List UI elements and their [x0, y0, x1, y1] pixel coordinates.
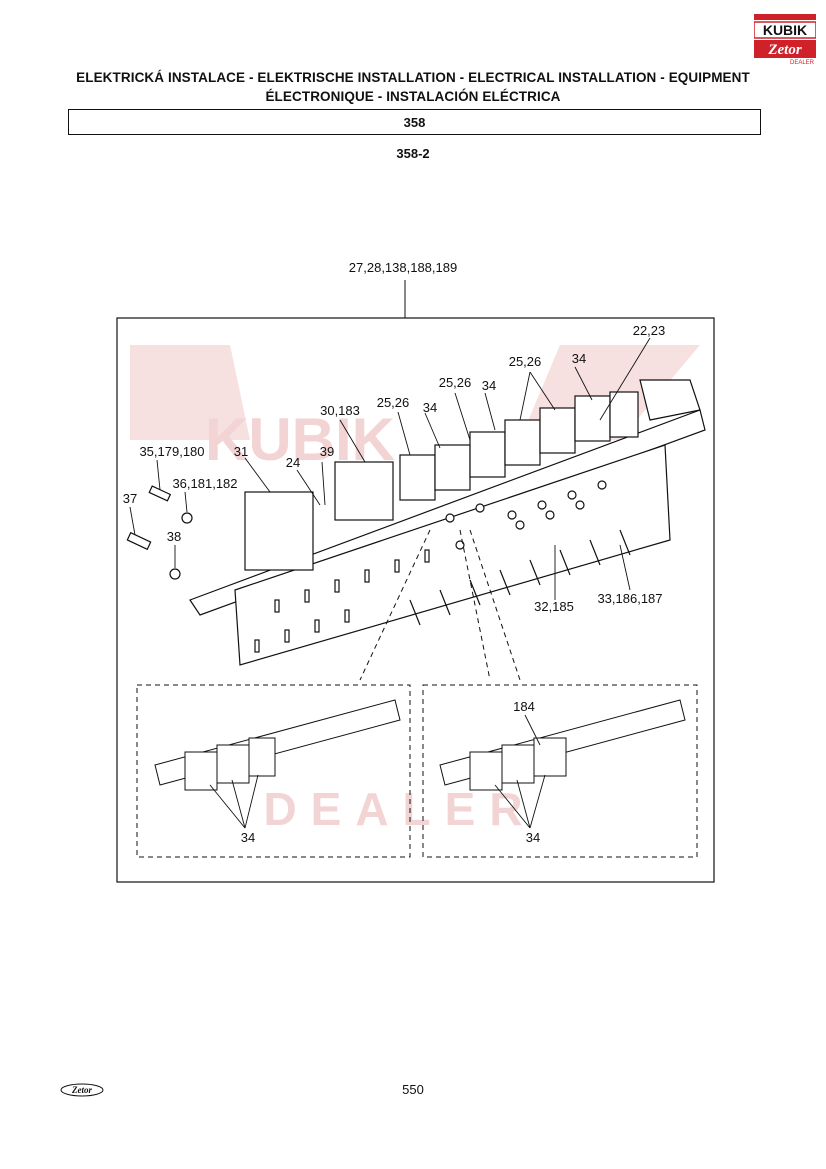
page-title-line-1: ELEKTRICKÁ INSTALACE - ELEKTRISCHE INSTA…	[76, 70, 750, 85]
inset-1	[136, 684, 411, 858]
washer-38	[169, 568, 181, 580]
label-32-185: 32,185	[534, 599, 574, 614]
label-31: 31	[234, 444, 248, 459]
label-34-inset-1: 34	[241, 830, 255, 845]
leader-lines	[129, 337, 651, 600]
inset-2	[422, 684, 698, 858]
subsection-number: 358-2	[396, 146, 430, 161]
section-number-box: 358	[68, 109, 761, 135]
section-number: 358	[403, 114, 426, 130]
label-37: 37	[123, 491, 137, 506]
logo-brand-text: KUBIK	[763, 22, 807, 38]
main-rail-assembly	[126, 379, 706, 666]
relay-31	[244, 491, 314, 571]
label-24: 24	[286, 455, 300, 470]
mounting-holes	[445, 480, 607, 550]
page-number: 550	[402, 1082, 424, 1097]
logo-dealer-text: DEALER	[790, 60, 815, 66]
screw-35	[148, 485, 172, 502]
logo-sub-text: Zetor	[767, 42, 801, 58]
screw-37	[126, 531, 152, 551]
label-34-inset-2: 34	[526, 830, 540, 845]
inset-leaders	[209, 714, 546, 829]
footer-logo-text: Zetor	[71, 1085, 92, 1095]
label-30-183: 30,183	[320, 403, 360, 418]
label-22-23: 22,23	[633, 323, 666, 338]
label-34-b: 34	[482, 378, 496, 393]
relay-30	[334, 461, 394, 521]
slots	[254, 549, 430, 653]
label-34-a: 34	[572, 351, 586, 366]
label-25-26-b: 25,26	[439, 375, 472, 390]
inset-contents	[154, 699, 686, 791]
label-33: 33,186,187	[597, 591, 662, 606]
washer-36	[181, 512, 193, 524]
part-labels: 27,28,138,188,189 22,23 34 25,26 25,26 3…	[123, 260, 666, 845]
watermark-dealer-text: DEALER	[263, 783, 536, 835]
label-27-28: 27,28,138,188,189	[349, 260, 457, 275]
kubik-zetor-logo: KUBIK Zetor DEALER	[754, 14, 816, 66]
label-25-26-a: 25,26	[509, 354, 542, 369]
label-184: 184	[513, 699, 535, 714]
label-36: 36,181,182	[172, 476, 237, 491]
diagram-frame	[116, 317, 715, 883]
label-39: 39	[320, 444, 334, 459]
label-34-c: 34	[423, 400, 437, 415]
inset-callouts	[136, 529, 698, 858]
page-title-line-2: ÉLECTRONIQUE - INSTALACIÓN ELÉCTRICA	[265, 89, 561, 104]
label-35: 35,179,180	[139, 444, 204, 459]
label-25-26-c: 25,26	[377, 395, 410, 410]
footer-zetor-logo: Zetor	[60, 1083, 104, 1097]
label-38: 38	[167, 529, 181, 544]
relay-row	[399, 391, 639, 501]
